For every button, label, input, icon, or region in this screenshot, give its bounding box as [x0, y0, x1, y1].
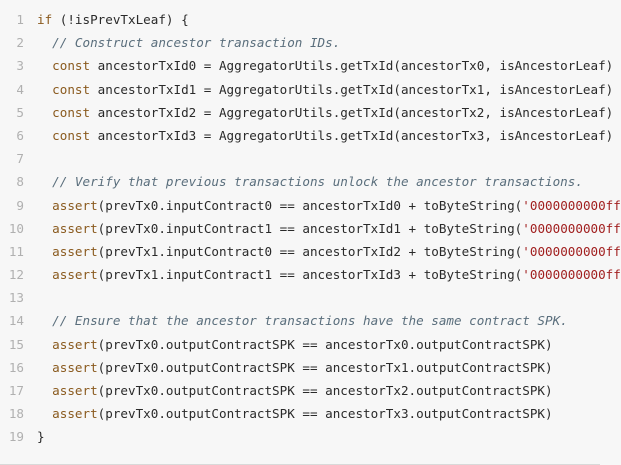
- code-text: const ancestorTxId1 = AggregatorUtils.ge…: [37, 78, 613, 101]
- code-token: (prevTx0.outputContractSPK == ancestorTx…: [97, 359, 553, 375]
- code-token: (prevTx0.outputContractSPK == ancestorTx…: [97, 336, 553, 352]
- keyword-token: assert: [37, 243, 98, 259]
- line-number: 2: [16, 35, 24, 51]
- code-line: 4 const ancestorTxId1 = AggregatorUtils.…: [0, 78, 613, 101]
- line-number: 14: [8, 313, 24, 329]
- keyword-token: const: [37, 104, 91, 120]
- line-number: 4: [16, 81, 24, 97]
- line-number: 7: [16, 151, 24, 167]
- code-line: 19}: [0, 425, 600, 448]
- line-number: 6: [16, 127, 24, 143]
- code-line: 7: [0, 147, 600, 170]
- line-number: 11: [8, 243, 24, 259]
- code-text: const ancestorTxId0 = AggregatorUtils.ge…: [37, 54, 613, 77]
- code-text: assert(prevTx0.outputContractSPK == ance…: [37, 333, 553, 356]
- code-token: ancestorTxId2 = AggregatorUtils.getTxId(…: [90, 104, 614, 120]
- code-text: // Ensure that the ancestor transactions…: [37, 309, 568, 332]
- code-text: const ancestorTxId3 = AggregatorUtils.ge…: [37, 124, 613, 147]
- code-line: 13: [0, 286, 600, 309]
- code-token: }: [37, 429, 45, 445]
- code-line: 2 // Construct ancestor transaction IDs.: [0, 31, 600, 54]
- code-text: assert(prevTx0.outputContractSPK == ance…: [37, 379, 553, 402]
- keyword-token: assert: [37, 220, 98, 236]
- comment-token: // Verify that previous transactions unl…: [37, 174, 583, 190]
- code-token: (prevTx0.inputContract1 == ancestorTxId1…: [97, 220, 523, 236]
- code-line: 3 const ancestorTxId0 = AggregatorUtils.…: [0, 54, 613, 77]
- code-line: 8 // Verify that previous transactions u…: [0, 170, 600, 193]
- code-token: (prevTx0.inputContract0 == ancestorTxId0…: [97, 197, 523, 213]
- code-line: 15 assert(prevTx0.outputContractSPK == a…: [0, 333, 600, 356]
- code-text: assert(prevTx0.inputContract0 == ancesto…: [37, 194, 621, 217]
- string-token: '0000000000ff: [522, 243, 621, 259]
- code-text: assert(prevTx1.inputContract1 == ancesto…: [37, 263, 621, 286]
- code-line: 14 // Ensure that the ancestor transacti…: [0, 309, 600, 332]
- code-text: if (!isPrevTxLeaf) {: [37, 8, 189, 31]
- code-line: 1 if (!isPrevTxLeaf) {: [0, 8, 600, 31]
- code-line: 5 const ancestorTxId2 = AggregatorUtils.…: [0, 101, 613, 124]
- keyword-token: assert: [37, 383, 98, 398]
- code-line: 10 assert(prevTx0.inputContract1 == ance…: [0, 217, 621, 240]
- keyword-token: if: [37, 12, 53, 27]
- line-number: 5: [16, 104, 24, 120]
- code-line: 9 assert(prevTx0.inputContract0 == ances…: [0, 194, 620, 217]
- code-line: 17 assert(prevTx0.outputContractSPK == a…: [0, 379, 600, 402]
- string-token: '0000000000ff: [522, 220, 621, 236]
- keyword-token: const: [37, 81, 91, 97]
- line-number: 17: [8, 383, 24, 398]
- comment-token: // Ensure that the ancestor transactions…: [37, 313, 568, 329]
- string-token: '0000000000ff: [522, 267, 621, 283]
- code-token: (prevTx1.inputContract0 == ancestorTxId2…: [97, 243, 523, 259]
- code-text: // Construct ancestor transaction IDs.: [37, 31, 340, 54]
- line-number: 13: [8, 290, 24, 306]
- code-line: 16 assert(prevTx0.outputContractSPK == a…: [0, 356, 600, 379]
- line-number: 15: [8, 336, 24, 352]
- code-token: ancestorTxId1 = AggregatorUtils.getTxId(…: [90, 81, 614, 97]
- code-token: (prevTx0.outputContractSPK == ancestorTx…: [97, 383, 553, 398]
- line-number: 9: [16, 197, 24, 213]
- string-token: '0000000000ff: [522, 197, 621, 213]
- code-text: // Verify that previous transactions unl…: [37, 170, 583, 193]
- code-text: const ancestorTxId2 = AggregatorUtils.ge…: [37, 101, 613, 124]
- line-number: 3: [16, 58, 24, 74]
- code-token: ancestorTxId0 = AggregatorUtils.getTxId(…: [90, 58, 614, 74]
- code-token: ancestorTxId3 = AggregatorUtils.getTxId(…: [90, 127, 614, 143]
- code-line: 6 const ancestorTxId3 = AggregatorUtils.…: [0, 124, 613, 147]
- code-line: 11 assert(prevTx1.inputContract0 == ance…: [0, 240, 621, 263]
- keyword-token: assert: [37, 267, 98, 283]
- keyword-token: assert: [37, 406, 98, 422]
- line-number: 1: [16, 12, 24, 27]
- code-text: assert(prevTx0.outputContractSPK == ance…: [37, 356, 553, 379]
- keyword-token: const: [37, 58, 91, 74]
- code-line: 12 assert(prevTx1.inputContract1 == ance…: [0, 263, 621, 286]
- code-text: assert(prevTx0.outputContractSPK == ance…: [37, 402, 553, 425]
- comment-token: // Construct ancestor transaction IDs.: [37, 35, 341, 51]
- line-number: 8: [16, 174, 24, 190]
- code-token: (prevTx1.inputContract1 == ancestorTxId3…: [97, 267, 523, 283]
- line-number: 10: [8, 220, 24, 236]
- code-line: 18 assert(prevTx0.outputContractSPK == a…: [0, 402, 600, 425]
- keyword-token: const: [37, 127, 91, 143]
- line-number: 18: [8, 406, 24, 422]
- code-text: assert(prevTx1.inputContract0 == ancesto…: [37, 240, 621, 263]
- line-number: 12: [8, 267, 24, 283]
- code-token: (prevTx0.outputContractSPK == ancestorTx…: [97, 406, 553, 422]
- keyword-token: assert: [37, 336, 98, 352]
- code-text: assert(prevTx0.inputContract1 == ancesto…: [37, 217, 621, 240]
- keyword-token: assert: [37, 197, 98, 213]
- keyword-token: assert: [37, 359, 98, 375]
- line-number: 19: [8, 429, 24, 445]
- code-text: }: [37, 425, 45, 448]
- code-token: (!isPrevTxLeaf) {: [52, 12, 189, 27]
- line-number: 16: [8, 359, 24, 375]
